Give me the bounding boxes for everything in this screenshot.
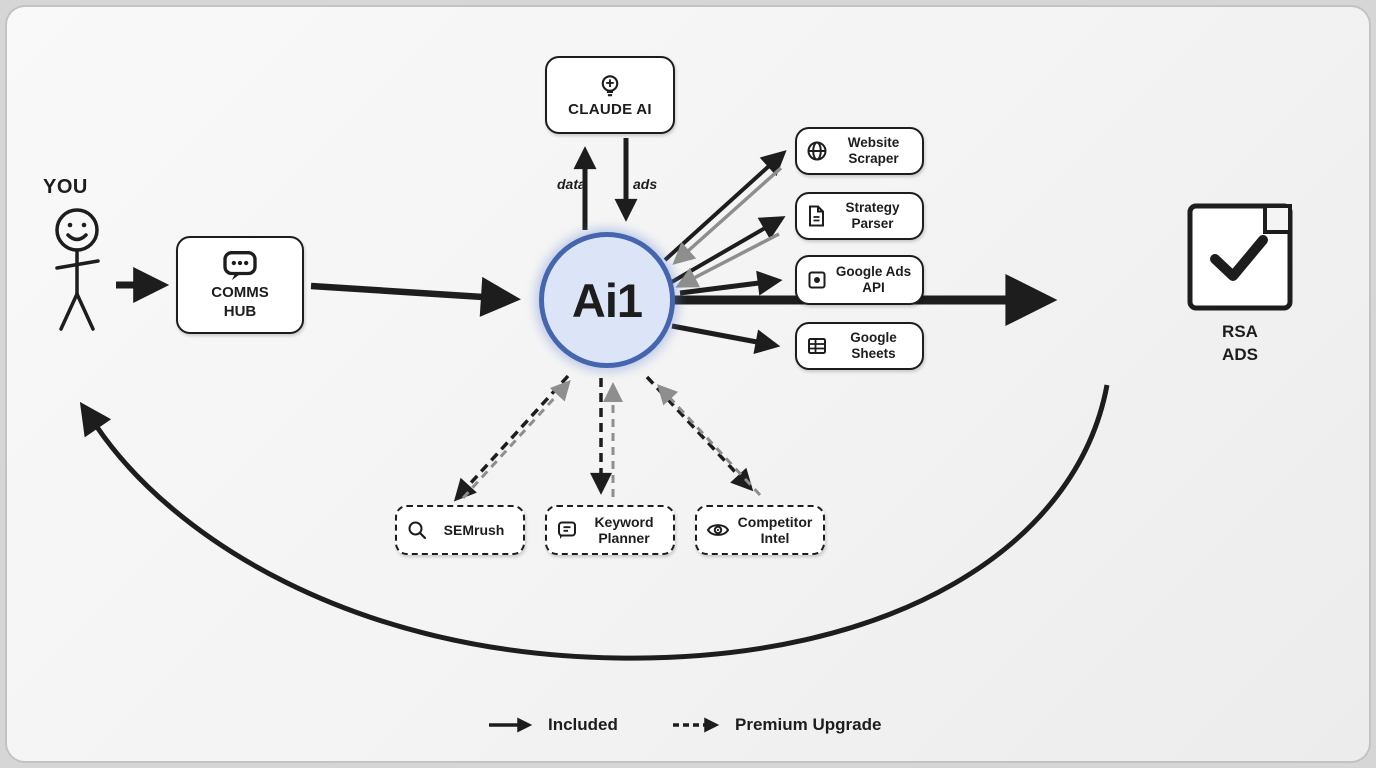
- node-comms-hub-label: COMMS HUB: [211, 284, 269, 320]
- connector-layer: [55, 138, 1293, 733]
- globe-icon: [807, 141, 827, 161]
- node-comms-hub: COMMS HUB: [176, 236, 304, 334]
- actor-label: YOU: [43, 176, 88, 198]
- node-ai1-hub: Ai1: [539, 232, 675, 368]
- node-google-ads-api-label: Google Ads API: [835, 264, 912, 295]
- node-ai1-hub-label: Ai1: [571, 273, 643, 327]
- node-keyword-planner: Keyword Planner: [545, 505, 675, 555]
- edge-label-data: data: [557, 176, 586, 192]
- chat-bubble-dots-icon: [223, 251, 257, 281]
- edge-hub-website: [663, 150, 787, 262]
- node-claude-ai: CLAUDE AI: [545, 56, 675, 134]
- node-website-scraper-label: Website Scraper: [847, 135, 900, 166]
- node-google-sheets-label: Google Sheets: [850, 330, 897, 361]
- legend-included-label: Included: [548, 715, 618, 734]
- node-keyword-planner-label: Keyword Planner: [594, 514, 654, 546]
- edge-hub-semrush: [453, 374, 570, 502]
- output-rsa-ads-label: RSA ADS: [1222, 322, 1258, 364]
- square-dot-icon: [808, 271, 826, 289]
- document-icon: [809, 205, 824, 227]
- diagram-canvas: YOU COMMS HUB CLAUDE AI data ads Ai1: [5, 5, 1371, 763]
- edge-comms-hub: [310, 276, 521, 317]
- chat-bubble-lines-icon: [558, 521, 576, 539]
- edge-hub-competitor: [645, 375, 754, 492]
- node-website-scraper: Website Scraper: [795, 127, 924, 175]
- document-check-icon: [1187, 203, 1293, 311]
- node-google-ads-api: Google Ads API: [795, 255, 924, 305]
- lightbulb-icon: [601, 74, 619, 96]
- edge-hub-adsapi: [679, 270, 783, 296]
- node-claude-ai-label: CLAUDE AI: [568, 100, 652, 118]
- edge-hub-strategy: [668, 216, 786, 285]
- node-strategy-parser: Strategy Parser: [795, 192, 924, 240]
- node-google-sheets: Google Sheets: [795, 322, 924, 370]
- stick-figure-icon: [55, 208, 100, 331]
- eye-icon: [706, 524, 730, 536]
- node-competitor-intel-label: Competitor Intel: [737, 514, 813, 546]
- edge-competitor-hub-return: [657, 384, 762, 497]
- edge-semrush-hub-return: [461, 379, 571, 500]
- edge-strategy-hub-return: [675, 232, 780, 288]
- node-strategy-parser-label: Strategy Parser: [845, 200, 900, 231]
- edge-hub-sheets: [671, 323, 781, 355]
- legend-premium-label: Premium Upgrade: [735, 715, 882, 734]
- magnifier-icon: [408, 521, 427, 540]
- node-semrush-label: SEMrush: [443, 522, 505, 538]
- edge-label-ads: ads: [633, 176, 658, 192]
- node-competitor-intel: Competitor Intel: [695, 505, 825, 555]
- node-semrush: SEMrush: [395, 505, 525, 555]
- table-grid-icon: [808, 338, 826, 354]
- edge-website-hub-return: [672, 166, 783, 265]
